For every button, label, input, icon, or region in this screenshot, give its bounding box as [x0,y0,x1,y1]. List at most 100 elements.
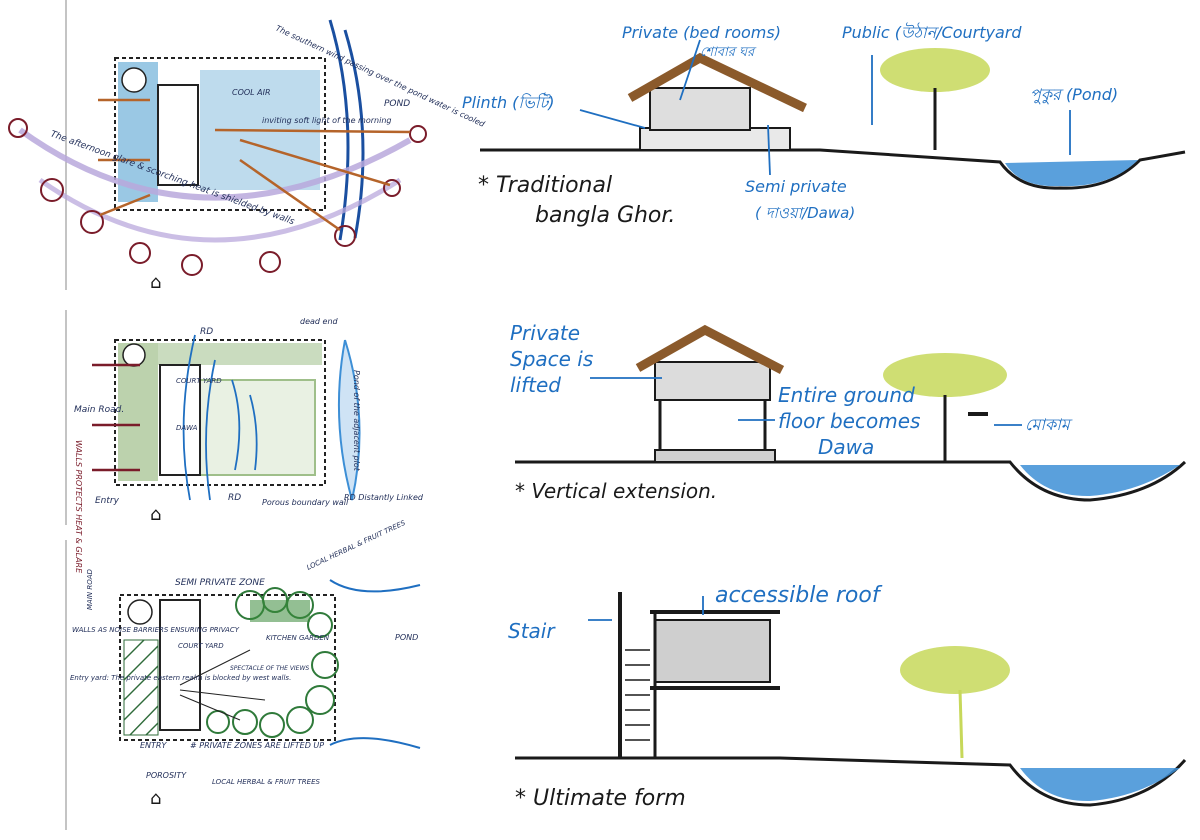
plan-2-rd-distant: RD Distantly Linked [344,493,424,502]
plan-2-layout: RD RD dead end Pond of the adjacent plot… [65,310,424,574]
plan-2-tree-circle [122,343,146,367]
sun-icon [181,254,203,276]
section-3-upper-room [654,619,771,683]
plan-1-plot [114,57,326,211]
north-arrow-icon: ⌂ [150,788,161,809]
section-1-traditional: Private (bed rooms) শোবার ঘর Public (উঠা… [462,22,1186,228]
sun-icon [40,178,64,202]
sun-icon [334,225,356,247]
plan-2-main-road: Main Road. [74,405,124,415]
plan-1-suns [8,118,427,276]
plan-2-pond-note: Pond of the adjacent plot [352,370,361,472]
plan-3-tree-circle [127,599,153,625]
north-arrow-icon: ⌂ [150,272,161,293]
plan-2-heat-arrows [92,363,140,472]
plan-2-dawa-label: DAWA [176,424,198,432]
plan-2-rd-bottom: RD [228,493,241,503]
plan-2-court-label: COURT YARD [176,377,222,385]
plan-3-hatch [123,639,159,736]
plan-3-trees-bottom: LOCAL HERBAL & FRUIT TREES [212,778,321,786]
section-3-ground [515,756,1187,807]
section-3-title: * Ultimate form [515,786,686,811]
plan-1-sun-path-lower [38,177,402,243]
plan-3-entry-yard-note: Entry yard: The private eastern realm is… [70,674,291,682]
plan-1-house [157,84,199,186]
section-1-semi-private-bn: ( দাওয়া/Dawa) [755,204,855,222]
section-1-public: Public (উঠান/Courtyard [842,22,1022,42]
section-3-pond-water [1020,768,1180,802]
plan-2-rd-top: RD [200,327,213,337]
section-2-bench-label: মোকাম [1025,415,1073,434]
plan-3-walls-note: WALLS AS NOISE BARRIERS ENSURING PRIVACY [72,626,240,634]
plan-2-pond [337,339,361,501]
plan-3-kitchen-garden: KITCHEN GARDEN [266,634,330,642]
section-2-ground-3: Dawa [818,435,874,459]
section-2-vertical: Private Space is lifted Entire ground fl… [510,321,1187,503]
section-1-pond-label: পুকুর (Pond) [1030,85,1118,104]
section-1-pond-water [1005,160,1138,187]
section-2-title: * Vertical extension. [515,479,717,503]
section-3-tree-trunk [958,689,964,759]
plan-3-zoning: SEMI PRIVATE ZONE LOCAL HERBAL & FRUIT T… [65,519,421,830]
section-1-pointers [579,39,1071,176]
plan-3-pond-label: POND [395,633,418,642]
section-2-private-2: Space is [510,347,593,371]
section-2-lifted-room [654,361,771,401]
sun-icon [80,210,104,234]
plan-1-sun-path [18,127,412,201]
sun-icon [409,125,427,143]
plan-2-plot [114,339,326,486]
section-1-ground [480,148,1186,190]
section-1-semi-private: Semi private [745,177,847,196]
section-1-title-1: * Traditional [478,173,612,198]
section-2-roof [635,324,785,374]
section-3-tree-canopy [900,646,1010,694]
section-3-stair-label: Stair [508,619,556,643]
section-2-private-1: Private [510,321,580,345]
sun-icon [8,118,28,138]
plan-2-green-top [158,343,322,365]
section-1-roof [627,52,807,113]
section-2-ground-1: Entire ground [778,383,915,407]
plan-1-light-arrows [98,98,411,232]
section-1-private: Private (bed rooms) [622,23,781,42]
section-2-pond-water [1020,465,1180,497]
section-1-room [649,87,751,131]
plan-3-main-road: MAIN ROAD [86,568,94,610]
plan-3-private-zones: # PRIVATE ZONES ARE LIFTED UP [190,741,324,750]
plan-2-wind-arrows [182,334,258,501]
plan-1-tree-circle [121,67,147,93]
north-arrow-icon: ⌂ [150,504,161,525]
plan-3-trees-top: LOCAL HERBAL & FRUIT TREES [305,519,407,572]
section-3-stair-steps [625,649,650,741]
section-3-pointers [588,596,704,621]
plan-3-spectacle: SPECTACLE OF THE VIEWS [230,665,309,672]
plan-3-court-label: COURT YARD [178,642,224,650]
section-2-ground-2: floor becomes [778,409,920,433]
section-2-tree-canopy [883,353,1007,397]
section-2-bench [968,412,988,416]
plan-2-entry: Entry [95,496,120,506]
section-3-roof-label: accessible roof [715,583,883,608]
section-2-private-3: lifted [510,373,561,397]
plan-1-climate: The afternoon glare & scorching heat is … [8,0,487,293]
section-1-tree-canopy [880,48,990,92]
plan-2-dead-end: dead end [300,317,339,326]
section-1-private-bn: শোবার ঘর [700,45,757,60]
section-1-title-2: bangla Ghor. [535,203,675,228]
plan-3-pond-edge [329,579,421,749]
sun-icon [259,251,281,273]
plan-3-plot [119,594,336,741]
plan-1-morning-light: inviting soft light of the morning [262,116,391,125]
plan-3-view-lines [179,649,266,721]
plan-3-house [159,599,201,731]
plan-2-court [199,379,316,476]
plan-3-entry-yard [123,639,159,736]
section-2-plinth [654,449,776,463]
plan-2-west-walls: WALLS PROTECTS HEAT & GLARE [74,440,83,574]
plan-1-cool-air: COOL AIR [232,88,271,97]
plan-3-semi-private: SEMI PRIVATE ZONE [175,578,265,588]
plan-3-porosity: POROSITY [146,771,187,780]
